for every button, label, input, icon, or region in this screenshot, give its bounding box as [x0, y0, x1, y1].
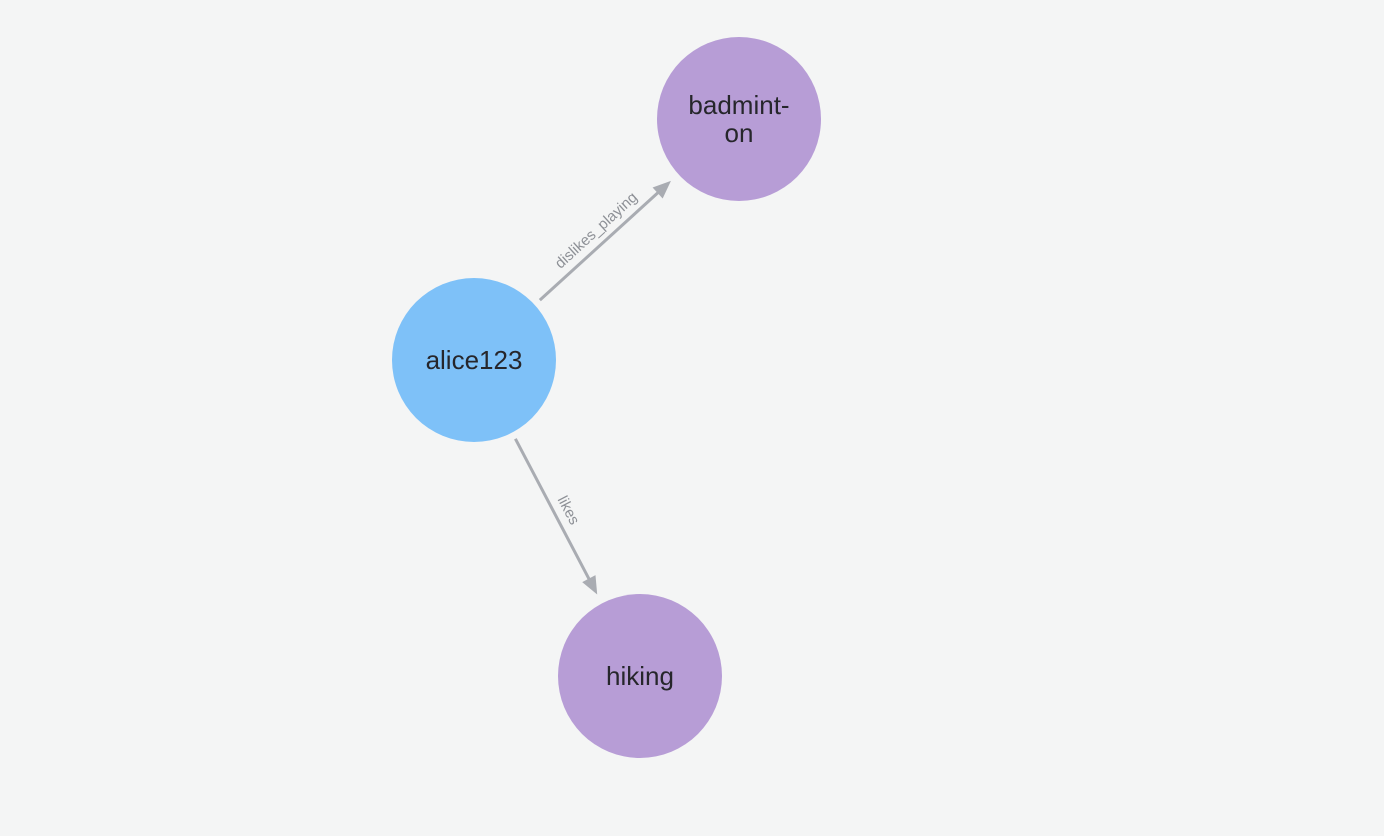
graph-node-hiking: hiking [558, 594, 722, 758]
edge-arrowhead[interactable] [582, 575, 598, 595]
node-circle[interactable] [392, 278, 556, 442]
node-label-line: alice123 [426, 345, 523, 375]
node-label: hiking [606, 661, 674, 691]
node-label-line: badmint- [688, 90, 789, 120]
node-circle[interactable] [558, 594, 722, 758]
edge-line[interactable] [514, 438, 592, 582]
node-label: badmint-on [688, 90, 789, 148]
node-label-line: hiking [606, 661, 674, 691]
node-label-line: on [725, 118, 754, 148]
edge-line[interactable] [538, 190, 661, 302]
node-label: alice123 [426, 345, 523, 375]
graph-node-badminton: badmint-on [657, 37, 821, 201]
graph-node-alice123: alice123 [392, 278, 556, 442]
edge-alice123-hiking: likes [514, 438, 598, 595]
edge-label[interactable]: dislikes_playing [552, 189, 641, 272]
edge-arrowhead[interactable] [652, 180, 671, 199]
node-circle[interactable] [657, 37, 821, 201]
edge-alice123-badminton: dislikes_playing [538, 180, 671, 302]
